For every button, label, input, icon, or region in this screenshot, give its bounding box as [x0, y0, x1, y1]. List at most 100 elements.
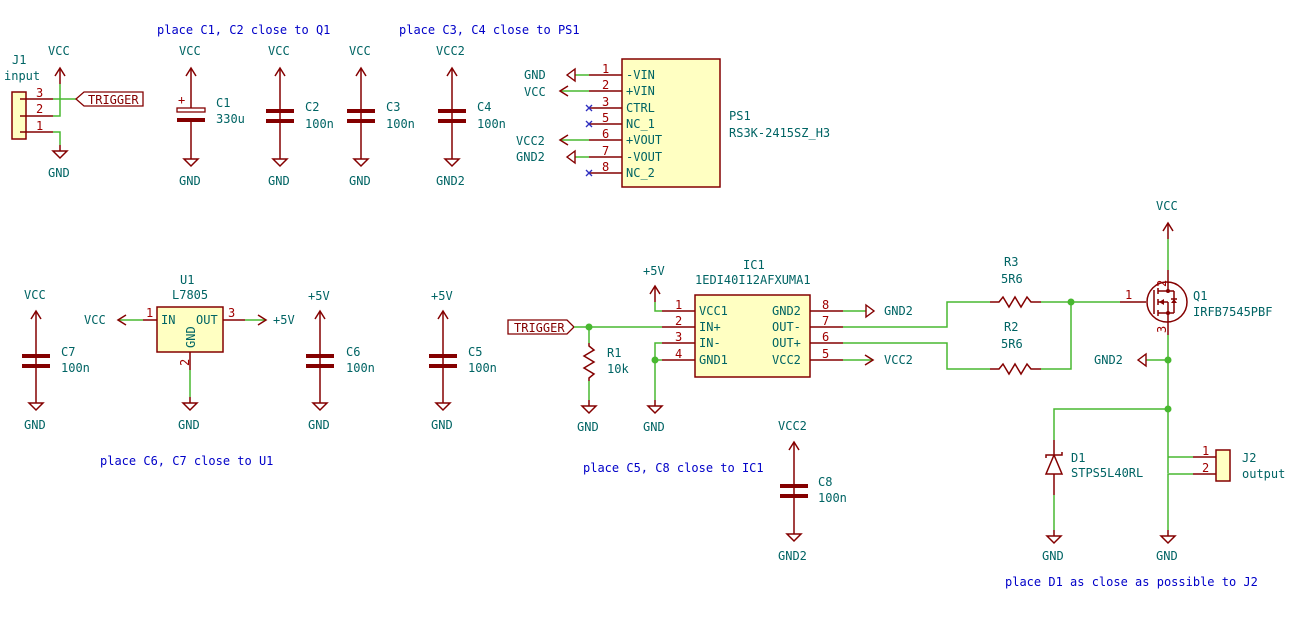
svg-text:VCC2: VCC2 [516, 134, 545, 148]
svg-text:GND: GND [524, 68, 546, 82]
c2-ref: C2 [305, 100, 319, 114]
svg-text:TRIGGER: TRIGGER [514, 321, 565, 335]
j1-pin-3: 3 [36, 86, 43, 100]
ps1-pin-nc2: NC_2 [626, 166, 655, 180]
ps1-pin-ctrl: CTRL [626, 101, 655, 115]
svg-text:GND2: GND2 [516, 150, 545, 164]
r1-ref: R1 [607, 346, 621, 360]
c1-ref: C1 [216, 96, 230, 110]
ps1-pin-vout-pos: +VOUT [626, 133, 662, 147]
c7-value: 100n [61, 361, 90, 375]
svg-text:VCC: VCC [84, 313, 106, 327]
c1-polarity: + [178, 93, 185, 107]
capacitor-c6[interactable]: +5V GND C6 100n [304, 289, 375, 432]
capacitor-c2[interactable]: VCC GND C2 100n [264, 44, 334, 188]
r3-value: 5R6 [1001, 272, 1023, 286]
c5-ref: C5 [468, 345, 482, 359]
u1-pin-in: IN [161, 313, 175, 327]
capacitor-c3[interactable]: VCC GND C3 100n [345, 44, 415, 188]
u1-ref: U1 [180, 273, 194, 287]
resistor-r3[interactable]: R3 5R6 [990, 255, 1041, 309]
svg-text:6: 6 [822, 330, 829, 344]
c2-value: 100n [305, 117, 334, 131]
ic1-pin-in-pos: IN+ [699, 320, 721, 334]
no-connect-icon [585, 104, 593, 112]
svg-text:VCC2: VCC2 [436, 44, 465, 58]
svg-text:2: 2 [178, 359, 192, 366]
c8-value: 100n [818, 491, 847, 505]
j1-pin-1: 1 [36, 119, 43, 133]
svg-text:GND: GND [268, 174, 290, 188]
svg-text:7: 7 [602, 144, 609, 158]
note-c3-c4: place C3, C4 close to PS1 [399, 23, 580, 37]
diode-d1[interactable]: D1 STPS5L40RL [1044, 440, 1143, 495]
d1-ref: D1 [1071, 451, 1085, 465]
svg-text:1: 1 [675, 298, 682, 312]
dcdc-converter-ps1[interactable]: PS1 RS3K-2415SZ_H3 1 2 3 5 6 7 8 -VIN +V… [589, 58, 830, 188]
gate-driver-ic1[interactable]: IC1 1EDI40I12AFXUMA1 1 2 3 4 8 7 6 5 VCC… [662, 258, 843, 378]
svg-text:1: 1 [602, 62, 609, 76]
ic1-pin-out-pos: OUT+ [772, 336, 801, 350]
ps1-pin-nc1: NC_1 [626, 117, 655, 131]
svg-text:+5V: +5V [308, 289, 330, 303]
svg-text:+5V: +5V [643, 264, 665, 278]
r2-ref: R2 [1004, 320, 1018, 334]
svg-text:VCC2: VCC2 [778, 419, 807, 433]
svg-text:GND: GND [577, 420, 599, 434]
global-label-trigger-j1[interactable]: TRIGGER [75, 91, 144, 107]
junction-dot [1067, 298, 1075, 306]
svg-text:GND: GND [349, 174, 371, 188]
mosfet-q1[interactable]: 1 2 3 Q1 IRFB7545PBF [1120, 280, 1272, 333]
svg-text:7: 7 [822, 314, 829, 328]
global-label-trigger-ic1[interactable]: TRIGGER [507, 319, 575, 335]
j1-ref: J1 [12, 53, 26, 67]
j2-ref: J2 [1242, 451, 1256, 465]
svg-text:TRIGGER: TRIGGER [88, 93, 139, 107]
capacitor-c8[interactable]: VCC2 GND2 C8 100n [778, 419, 847, 563]
ps1-pin-vin-neg: -VIN [626, 68, 655, 82]
svg-text:3: 3 [602, 95, 609, 109]
svg-text:8: 8 [822, 298, 829, 312]
note-c1-c2: place C1, C2 close to Q1 [157, 23, 330, 37]
ic1-ref: IC1 [743, 258, 765, 272]
ps1-pin-vin-pos: +VIN [626, 84, 655, 98]
net-label-vcc: VCC [48, 44, 70, 58]
ic1-value: 1EDI40I12AFXUMA1 [695, 273, 811, 287]
connector-j1[interactable]: J1 input 3 2 1 [4, 53, 53, 140]
svg-text:5: 5 [602, 111, 609, 125]
svg-text:GND: GND [178, 418, 200, 432]
svg-text:2: 2 [1202, 461, 1209, 475]
svg-text:1: 1 [146, 306, 153, 320]
connector-j2[interactable]: 1 2 J2 output [1168, 444, 1285, 482]
junction-dot [1164, 405, 1172, 413]
svg-text:GND2: GND2 [1094, 353, 1123, 367]
j2-value: output [1242, 467, 1285, 481]
capacitor-c7[interactable]: VCC GND C7 100n [20, 288, 90, 432]
capacitor-c1[interactable]: VCC + GND C1 330u [176, 44, 245, 188]
svg-text:VCC: VCC [524, 85, 546, 99]
regulator-u1[interactable]: U1 L7805 1 3 2 IN OUT GND [143, 273, 245, 370]
svg-text:GND: GND [431, 418, 453, 432]
q1-ref: Q1 [1193, 289, 1207, 303]
j1-pin-2: 2 [36, 102, 43, 116]
svg-text:4: 4 [675, 347, 682, 361]
resistor-r1[interactable]: GND R1 10k [577, 327, 629, 434]
resistor-r2[interactable]: R2 5R6 [990, 320, 1041, 376]
d1-value: STPS5L40RL [1071, 466, 1143, 480]
u1-pin-out: OUT [196, 313, 218, 327]
c4-ref: C4 [477, 100, 491, 114]
no-connect-icon [585, 120, 593, 128]
svg-text:5: 5 [822, 347, 829, 361]
c4-value: 100n [477, 117, 506, 131]
note-d1: place D1 as close as possible to J2 [1005, 575, 1258, 589]
ic1-pin-vcc2: VCC2 [772, 353, 801, 367]
c6-ref: C6 [346, 345, 360, 359]
capacitor-c5[interactable]: +5V GND C5 100n [427, 289, 497, 432]
c7-ref: C7 [61, 345, 75, 359]
net-label-gnd: GND [48, 166, 70, 180]
capacitor-c4[interactable]: VCC2 GND2 C4 100n [436, 44, 506, 188]
svg-text:2: 2 [1155, 280, 1169, 287]
svg-text:2: 2 [602, 78, 609, 92]
c3-value: 100n [386, 117, 415, 131]
ic1-pin-gnd2: GND2 [772, 304, 801, 318]
